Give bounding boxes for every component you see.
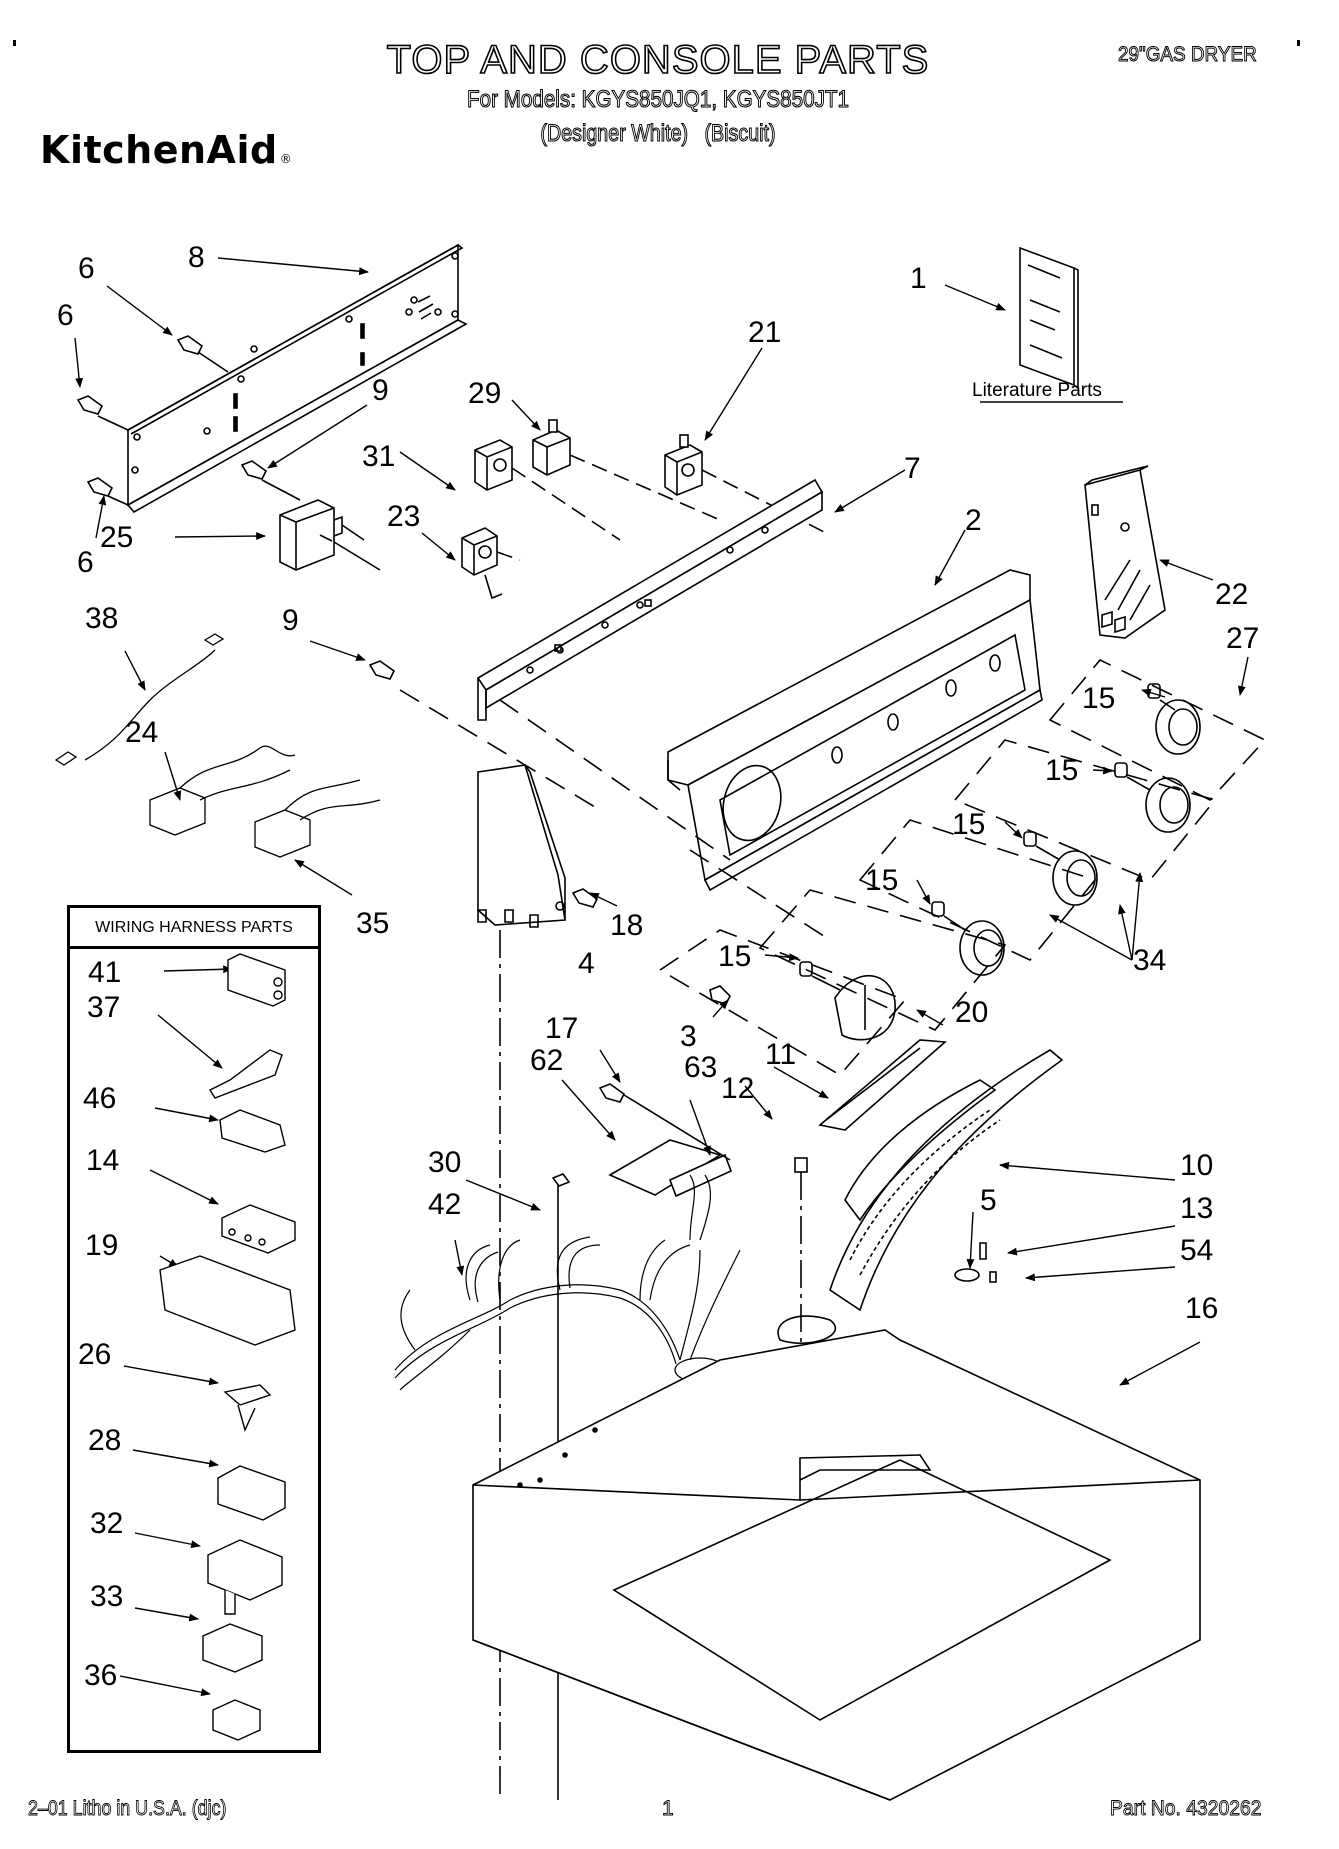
wiring-harness-header: WIRING HARNESS PARTS xyxy=(70,908,318,949)
part-switches xyxy=(461,419,831,600)
footer-litho: 2–01 Litho in U.S.A. (djc) xyxy=(28,1797,227,1821)
callout-13: 13 xyxy=(1180,1192,1213,1225)
part-8-bracket xyxy=(126,243,468,514)
wiring-harness-parts-box: WIRING HARNESS PARTS xyxy=(67,905,321,1753)
dashed-guide-lines xyxy=(399,659,1267,1077)
callout-5: 5 xyxy=(980,1184,997,1217)
colors-line: (Designer White) (Biscuit) xyxy=(540,119,776,147)
callout-54: 54 xyxy=(1180,1234,1213,1267)
part-42-wire-harness xyxy=(394,1174,741,1391)
callout-15: 15 xyxy=(1045,754,1078,787)
callout-7: 7 xyxy=(904,452,921,485)
callout-30: 30 xyxy=(428,1146,461,1179)
callout-15: 15 xyxy=(1082,682,1115,715)
callout-46: 46 xyxy=(83,1082,116,1115)
callout-18: 18 xyxy=(610,909,643,942)
registration-mark-left xyxy=(13,40,16,46)
registration-mark-right xyxy=(1297,40,1300,46)
callout-4: 4 xyxy=(578,947,595,980)
callout-22: 22 xyxy=(1215,578,1248,611)
literature-parts-label: Literature Parts xyxy=(972,380,1102,401)
part-4-end-bracket xyxy=(477,764,566,1800)
part-10-front-panel xyxy=(829,1049,1064,1312)
callout-12: 12 xyxy=(721,1072,754,1105)
callout-16: 16 xyxy=(1185,1292,1218,1325)
callout-41: 41 xyxy=(88,956,121,989)
callout-34: 34 xyxy=(1133,944,1166,977)
callout-10: 10 xyxy=(1180,1149,1213,1182)
callout-42: 42 xyxy=(428,1188,461,1221)
product-type: 29"GAS DRYER xyxy=(1118,43,1258,67)
models-line: For Models: KGYS850JQ1, KGYS850JT1 xyxy=(466,85,850,113)
callout-11: 11 xyxy=(765,1038,796,1071)
part-7-console-bracket xyxy=(476,478,824,721)
kitchenaid-logo: KitchenAid® xyxy=(40,128,292,172)
part-25-timer xyxy=(279,499,381,571)
part-38-24-35-harnesses xyxy=(54,633,381,858)
callout-24: 24 xyxy=(125,716,158,749)
registered-mark: ® xyxy=(279,152,293,166)
callout-1: 1 xyxy=(910,262,927,295)
callout-23: 23 xyxy=(387,500,420,533)
brand-name: KitchenAid xyxy=(40,128,278,172)
callout-3: 3 xyxy=(680,1020,697,1053)
callout-26: 26 xyxy=(78,1338,111,1371)
part-16-top xyxy=(472,1315,1201,1801)
wiring-harness-part-drawings xyxy=(159,953,296,1741)
callout-35: 35 xyxy=(356,907,389,940)
callout-8: 8 xyxy=(188,241,205,274)
callout-15: 15 xyxy=(952,808,985,841)
callout-19: 19 xyxy=(85,1229,118,1262)
callout-27: 27 xyxy=(1226,622,1259,655)
callout-32: 32 xyxy=(90,1507,123,1540)
callout-9: 9 xyxy=(282,604,299,637)
callout-25: 25 xyxy=(100,521,133,554)
page-number: 1 xyxy=(662,1797,675,1821)
screw-icon xyxy=(76,335,396,680)
callout-29: 29 xyxy=(468,377,501,410)
callout-62: 62 xyxy=(530,1044,563,1077)
part-2-console xyxy=(667,569,1043,892)
callout-14: 14 xyxy=(86,1144,119,1177)
callout-37: 37 xyxy=(87,991,120,1024)
callout-9: 9 xyxy=(372,374,389,407)
callout-38: 38 xyxy=(85,602,118,635)
callout-33: 33 xyxy=(90,1580,123,1613)
callout-20: 20 xyxy=(955,996,988,1029)
callout-6: 6 xyxy=(77,546,94,579)
literature-booklet xyxy=(1019,246,1079,390)
callout-31: 31 xyxy=(362,440,395,473)
page-title: TOP AND CONSOLE PARTS xyxy=(386,37,930,83)
callout-36: 36 xyxy=(84,1659,117,1692)
callout-6: 6 xyxy=(57,299,74,332)
part-22-endcap xyxy=(1084,465,1166,639)
callout-63: 63 xyxy=(684,1051,717,1084)
callout-17: 17 xyxy=(545,1012,578,1045)
callout-6: 6 xyxy=(78,252,95,285)
part-number: Part No. 4320262 xyxy=(1110,1797,1262,1821)
callout-21: 21 xyxy=(748,316,781,349)
part-knobs xyxy=(799,683,1201,1041)
callout-leaders xyxy=(74,257,1249,1697)
callout-2: 2 xyxy=(965,504,982,537)
callout-15: 15 xyxy=(718,940,751,973)
callout-28: 28 xyxy=(88,1424,121,1457)
callout-15: 15 xyxy=(865,864,898,897)
